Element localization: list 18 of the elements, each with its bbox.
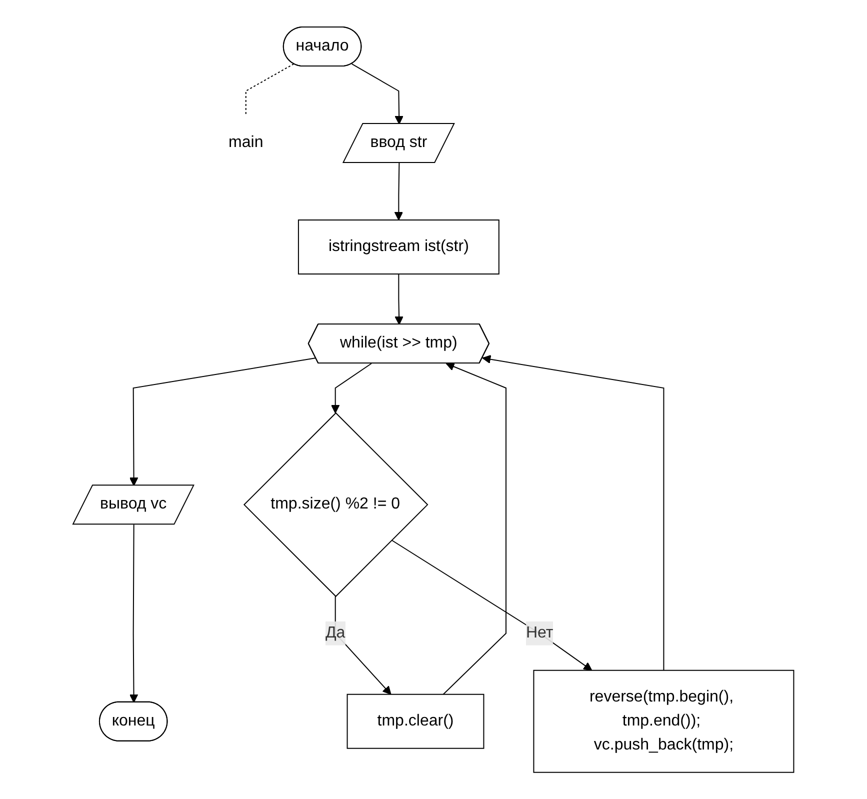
arrow <box>394 162 404 220</box>
node-box: tmp.clear() <box>346 694 484 749</box>
arrow <box>130 357 316 486</box>
arrow <box>331 362 372 414</box>
node-box: reverse(tmp.begin(), tmp.end()); vc.push_back(tmp); <box>533 670 794 773</box>
edge-label: Да <box>326 624 346 642</box>
node-text: main <box>228 134 264 151</box>
arrow <box>391 539 592 671</box>
arrow <box>334 596 392 695</box>
arrow <box>442 362 507 695</box>
arrow <box>482 354 664 671</box>
arrow <box>130 524 138 703</box>
node-diamond: tmp.size() %2 != 0 <box>244 412 428 597</box>
arrow <box>394 273 404 325</box>
connector <box>246 63 294 116</box>
arrow <box>351 63 404 124</box>
edge-label: Нет <box>526 624 554 642</box>
node-box: istringstream ist(str) <box>298 219 500 274</box>
